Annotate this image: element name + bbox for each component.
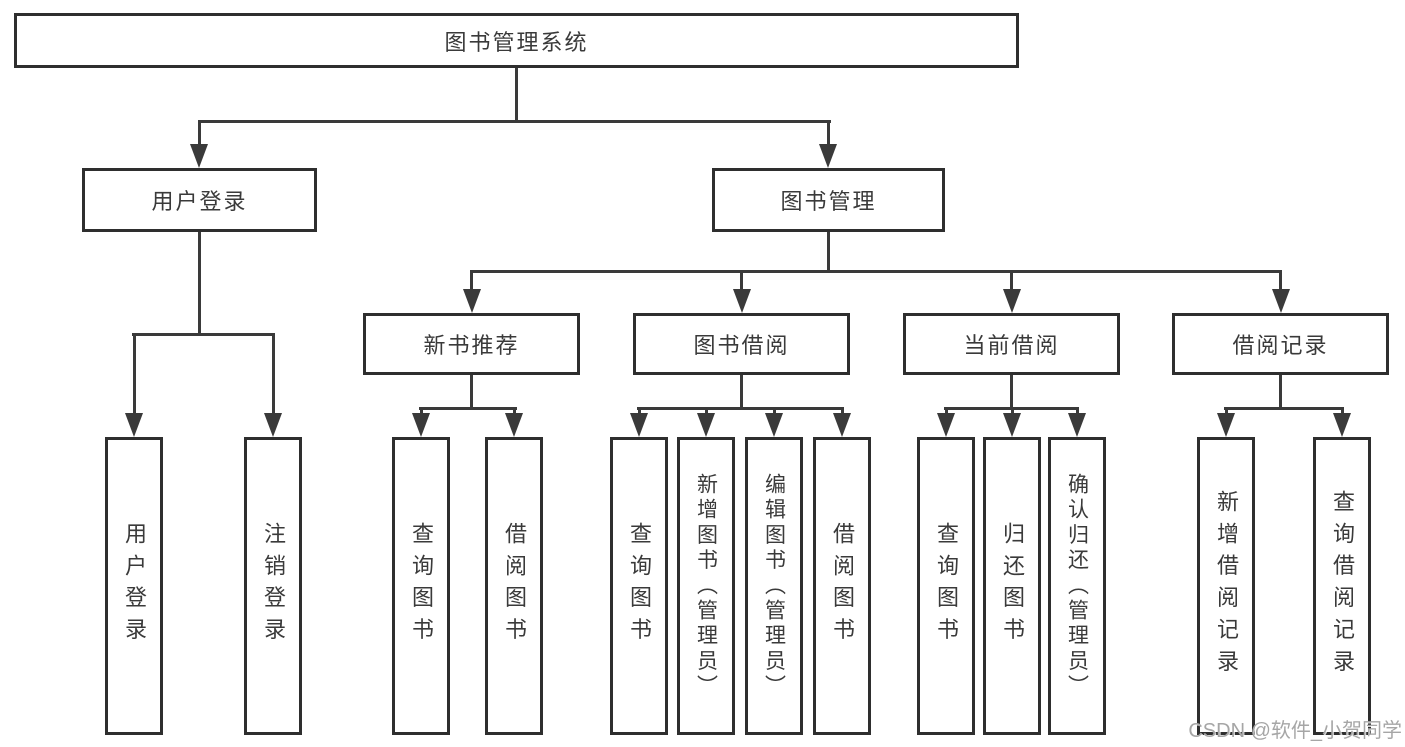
leaf-bb-query-books: 查询图书 [610,437,668,735]
arrow-down-leaf [125,413,143,437]
leaf-label: 借阅图书 [502,522,527,650]
arrow-down-leaf [937,413,955,437]
node-borrow-records: 借阅记录 [1172,313,1389,375]
node-label: 新书推荐 [423,333,520,358]
connector-drop-leaf [513,407,516,416]
node-label: 图书借阅 [693,333,790,358]
arrow-down-leaf [697,413,715,437]
leaf-label: 新增借阅记录 [1214,490,1239,682]
leaf-br-add-borrow-record: 新增借阅记录 [1197,437,1255,735]
connector-root-stem [515,68,518,123]
leaf-bb-borrow-books: 借阅图书 [813,437,871,735]
leaf-nb-query-books: 查询图书 [392,437,450,735]
connector-drop-leaf [638,407,641,416]
node-label: 借阅记录 [1232,333,1329,358]
leaf-br-query-borrow-record: 查询借阅记录 [1313,437,1371,735]
leaf-label: 查询借阅记录 [1330,490,1355,682]
arrow-down-book-management [819,144,837,168]
leaf-user-login: 用户登录 [105,437,163,735]
connector-drop-l3 [1010,270,1013,292]
node-book-borrow: 图书借阅 [633,313,850,375]
leaf-label: 查询图书 [409,522,434,650]
connector-borrowrecords-rail [1224,407,1344,410]
connector-drop-leaf [133,333,136,415]
arrow-down-l3 [733,289,751,313]
connector-newbook-stem [470,375,473,410]
connector-currentborrow-stem [1010,375,1013,410]
arrow-down-leaf [264,413,282,437]
connector-drop-user-login [198,120,201,148]
arrow-down-leaf [1217,413,1235,437]
arrow-down-leaf [1003,413,1021,437]
node-library-system: 图书管理系统 [14,13,1019,68]
connector-drop-l3 [470,270,473,292]
leaf-logout: 注销登录 [244,437,302,735]
arrow-down-l3 [1003,289,1021,313]
connector-userlogin-rail [132,333,275,336]
arrow-down-user-login [190,144,208,168]
node-label: 图书管理系统 [444,29,589,55]
leaf-label: 确认归还（管理员） [1065,472,1089,700]
connector-userlogin-stem [198,232,201,336]
leaf-label: 查询图书 [934,522,959,650]
arrow-down-leaf [1068,413,1086,437]
arrow-down-leaf [630,413,648,437]
leaf-label: 查询图书 [627,522,652,650]
leaf-nb-borrow-books: 借阅图书 [485,437,543,735]
connector-drop-l3 [1279,270,1282,292]
connector-drop-leaf [1076,407,1079,416]
connector-borrowrecords-stem [1279,375,1282,410]
leaf-label: 编辑图书（管理员） [762,472,786,700]
connector-newbook-rail [419,407,517,410]
node-label: 图书管理 [780,189,877,214]
arrow-down-leaf [505,413,523,437]
arrow-down-leaf [412,413,430,437]
connector-drop-leaf [773,407,776,416]
connector-drop-leaf [1341,407,1344,416]
leaf-cb-confirm-return-admin: 确认归还（管理员） [1048,437,1106,735]
connector-drop-leaf [1225,407,1228,416]
arrow-down-leaf [1333,413,1351,437]
connector-drop-leaf [420,407,423,416]
leaf-cb-return-books: 归还图书 [983,437,1041,735]
connector-bookborrow-rail [637,407,844,410]
arrow-down-l3 [1272,289,1290,313]
connector-root-rail [198,120,831,123]
node-book-management: 图书管理 [712,168,945,232]
csdn-watermark: CSDN @软件_小贺同学 [1188,720,1402,742]
leaf-bb-add-books-admin: 新增图书（管理员） [677,437,735,735]
node-new-book-recommend: 新书推荐 [363,313,580,375]
arrow-down-leaf [765,413,783,437]
leaf-label: 新增图书（管理员） [694,472,718,700]
connector-drop-book-management [827,120,830,148]
leaf-bb-edit-books-admin: 编辑图书（管理员） [745,437,803,735]
connector-drop-leaf [272,333,275,415]
connector-bookborrow-stem [740,375,743,410]
node-label: 当前借阅 [963,333,1060,358]
leaf-label: 归还图书 [1000,522,1025,650]
leaf-label: 借阅图书 [830,522,855,650]
leaf-label: 用户登录 [122,522,147,650]
leaf-label: 注销登录 [261,522,286,650]
connector-drop-leaf [1011,407,1014,416]
node-current-borrow: 当前借阅 [903,313,1120,375]
connector-drop-leaf [705,407,708,416]
connector-drop-l3 [740,270,743,292]
leaf-cb-query-books: 查询图书 [917,437,975,735]
node-label: 用户登录 [151,189,248,214]
connector-bookmgmt-stem [827,232,830,273]
node-user-login: 用户登录 [82,168,317,232]
arrow-down-l3 [463,289,481,313]
connector-drop-leaf [945,407,948,416]
connector-drop-leaf [841,407,844,416]
arrow-down-leaf [833,413,851,437]
connector-bookmgmt-rail [470,270,1282,273]
